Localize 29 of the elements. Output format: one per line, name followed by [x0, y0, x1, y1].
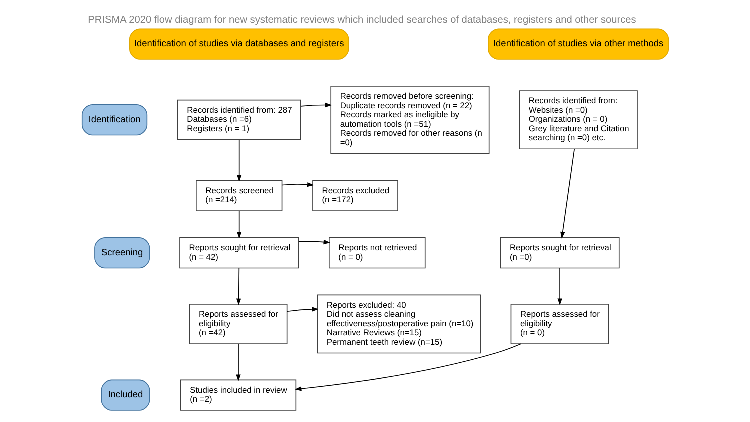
node-box: Studies included in review (n =2) [180, 380, 296, 411]
diagram-title: PRISMA 2020 flow diagram for new systematic reviews which included searches of databases, registers and other sources [88, 14, 636, 26]
node-box: Reports not retrieved (n = 0) [328, 238, 426, 269]
node-box: Records identified from: 287 Databases (n =6) Registers (n = 1) [176, 100, 301, 140]
node-box: Records removed before screening: Duplicate records removed (n = 22) Records marked as ineligible by automation tools (n =51) Records removed for other reasons (n =0) [330, 86, 490, 154]
node-box: Reports assessed for eligibility (n = 0) [510, 304, 609, 344]
arrow [557, 268, 562, 306]
arrow [294, 344, 521, 392]
node-box: Screening [94, 238, 150, 269]
node-box: Identification of studies via other methods [488, 28, 669, 60]
arrow [560, 149, 574, 239]
arrow [286, 307, 318, 312]
arrow [298, 240, 330, 245]
arrow [300, 102, 332, 108]
node-box: Identification of studies via databases and registers [129, 28, 349, 60]
node-box: Reports sought for retrieval (n =0) [500, 238, 620, 269]
node-box: Identification [81, 104, 148, 136]
arrow [236, 268, 241, 306]
arrow [282, 182, 314, 188]
node-box: Reports sought for retrieval (n = 42) [179, 238, 299, 269]
node-box: Records screened (n =214) [196, 180, 282, 212]
arrow [236, 210, 242, 239]
node-box: Records identified from: Websites (n =0) Organizations (n = 0) Grey literature and Citation searching (n =0) etc. [518, 90, 638, 150]
arrow [236, 140, 242, 182]
node-box: Reports assessed for eligibility (n =42) [188, 304, 288, 344]
node-box: Records excluded (n =172) [312, 180, 398, 212]
node-box: Reports excluded: 40 Did not assess cleaning effectiveness/postoperative pain (n=10) Narrative Reviews (n=15) Permanent teeth review (n=15) [316, 294, 481, 354]
node-box: Included [100, 380, 150, 411]
arrow [236, 344, 240, 382]
